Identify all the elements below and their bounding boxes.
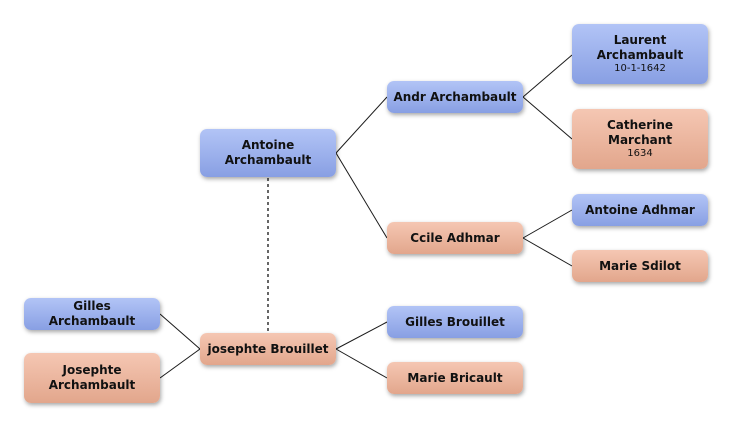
person-name: Marie Sdilot [599,258,681,273]
person-laurent-archambault[interactable]: Laurent Archambault 10-1-1642 [572,24,708,84]
person-name: Josephte Archambault [48,363,136,392]
link-josephte-to-marie-bricault [335,348,388,379]
link-ccile-to-antoine-adhmar [522,209,573,239]
link-josephte-to-gilles-brouillet [335,321,388,350]
person-name: Andr Archambault [393,89,517,104]
link-andr-to-catherine [522,96,573,140]
person-name: Gilles Archambault [48,299,136,328]
person-name: Catherine Marchant [606,118,674,147]
link-antoine-to-ccile [335,152,388,239]
link-andr-to-laurent [522,54,573,98]
person-name: Antoine Archambault [224,138,312,167]
person-gilles-brouillet[interactable]: Gilles Brouillet [387,306,523,338]
person-date: 10-1-1642 [614,63,666,74]
person-name: Laurent Archambault [596,33,684,62]
person-name: Antoine Adhmar [585,202,695,217]
person-gilles-archambault[interactable]: Gilles Archambault [24,298,160,330]
person-andr-archambault[interactable]: Andr Archambault [387,81,523,113]
person-antoine-archambault[interactable]: Antoine Archambault [200,129,336,177]
person-name: Gilles Brouillet [405,314,505,329]
person-josephte-brouillet[interactable]: josephte Brouillet [200,333,336,365]
person-marie-bricault[interactable]: Marie Bricault [387,362,523,394]
person-name: Ccile Adhmar [410,230,500,245]
person-josephte-archambault[interactable]: Josephte Archambault [24,353,160,403]
link-josephte-archambault-to-josephte [159,348,201,379]
link-gilles-archambault-to-josephte [159,313,201,350]
person-marie-sdilot[interactable]: Marie Sdilot [572,250,708,282]
person-name: josephte Brouillet [207,341,329,356]
link-antoine-to-andr [335,96,388,154]
person-date: 1634 [627,148,653,159]
person-name: Marie Bricault [407,370,503,385]
person-antoine-adhmar[interactable]: Antoine Adhmar [572,194,708,226]
link-ccile-to-marie-sdilot [522,237,573,267]
person-ccile-adhmar[interactable]: Ccile Adhmar [387,222,523,254]
person-catherine-marchant[interactable]: Catherine Marchant 1634 [572,109,708,169]
